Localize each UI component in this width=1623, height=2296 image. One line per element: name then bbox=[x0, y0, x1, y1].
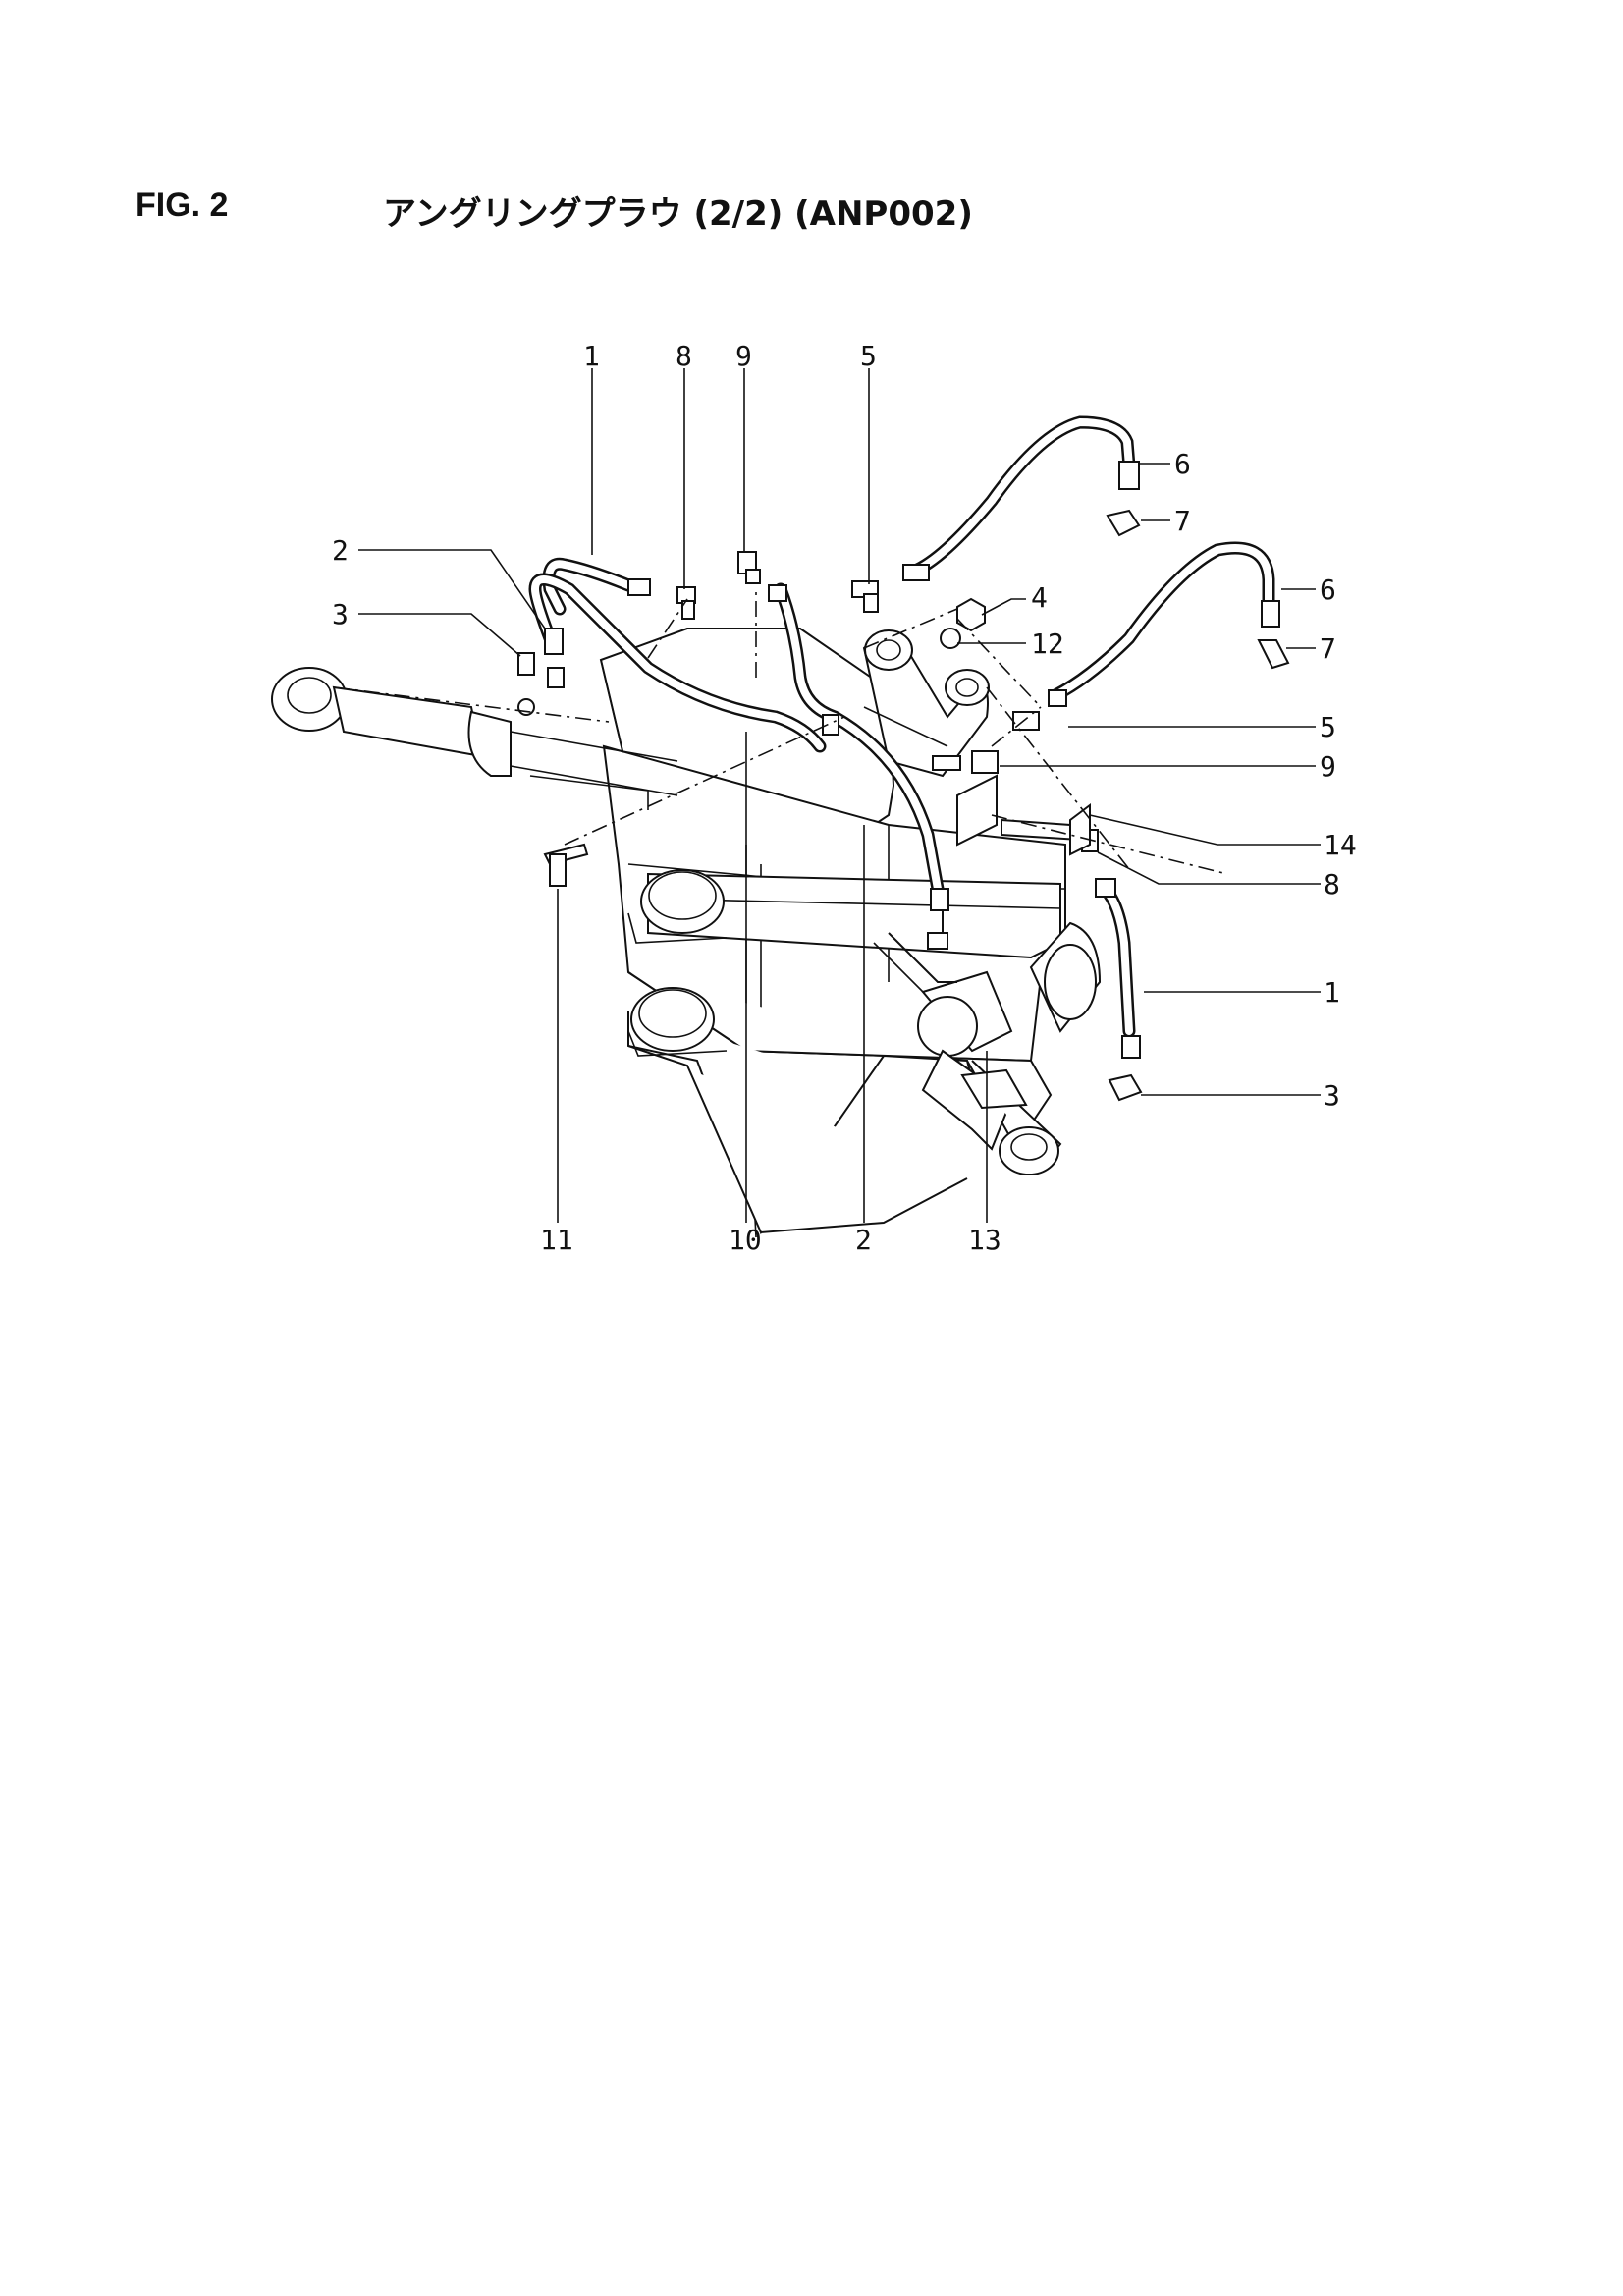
callout-5-top: 5 bbox=[860, 340, 877, 372]
figure-number: FIG. 2 bbox=[135, 187, 229, 224]
callout-6-b: 6 bbox=[1320, 574, 1336, 606]
center-lines bbox=[333, 589, 1228, 875]
callout-2-left: 2 bbox=[332, 534, 349, 567]
callout-3-left: 3 bbox=[332, 598, 349, 630]
hydraulic-cylinder-right bbox=[873, 921, 1102, 1175]
figure-header: FIG. 2 アングリングプラウ (2/2) (ANP002) bbox=[135, 187, 1510, 246]
callout-1-right: 1 bbox=[1324, 976, 1340, 1009]
hydraulic-hoses bbox=[528, 415, 1275, 1038]
callout-14: 14 bbox=[1324, 829, 1357, 861]
callout-2-bottom: 2 bbox=[855, 1224, 872, 1256]
fittings bbox=[517, 461, 1290, 1102]
callout-9-right: 9 bbox=[1320, 750, 1336, 783]
callout-8-top: 8 bbox=[676, 340, 692, 372]
callout-4: 4 bbox=[1031, 581, 1048, 614]
callout-5-right: 5 bbox=[1320, 711, 1336, 743]
callout-1-top: 1 bbox=[583, 340, 600, 372]
leader-lines bbox=[358, 368, 1321, 1223]
callout-3-right: 3 bbox=[1324, 1079, 1340, 1112]
callout-6-a: 6 bbox=[1174, 448, 1191, 480]
callout-7-b: 7 bbox=[1320, 632, 1336, 665]
callout-11: 11 bbox=[540, 1224, 573, 1256]
plow-frame bbox=[599, 628, 1066, 1238]
hydraulic-cylinder-left bbox=[271, 667, 678, 810]
figure-title: アングリングプラウ (2/2) (ANP002) bbox=[383, 194, 973, 234]
callout-7-a: 7 bbox=[1174, 505, 1191, 537]
callout-numbers: 1 8 9 5 6 7 6 7 4 12 2 3 5 9 14 8 1 3 11… bbox=[332, 340, 1357, 1256]
callout-13: 13 bbox=[968, 1224, 1001, 1256]
callout-8-right: 8 bbox=[1324, 868, 1340, 901]
pivot-bracket bbox=[862, 629, 990, 778]
callout-9-top: 9 bbox=[735, 340, 752, 372]
callout-10: 10 bbox=[729, 1224, 762, 1256]
callout-12: 12 bbox=[1031, 628, 1064, 660]
